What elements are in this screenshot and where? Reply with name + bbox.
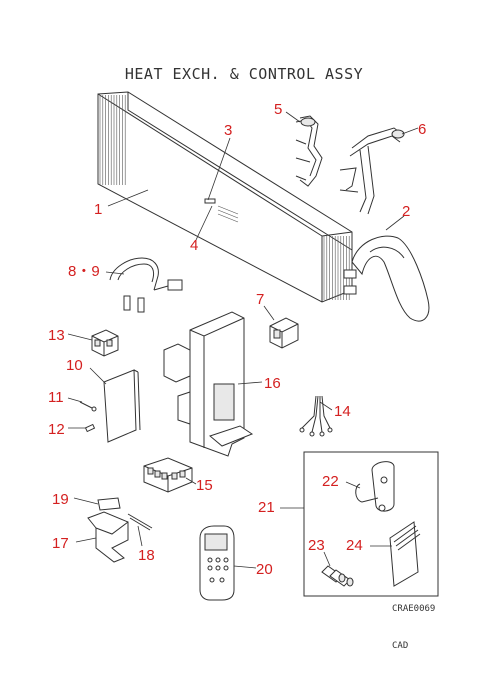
callout-13: 13 [48,327,65,344]
heat-exchanger-part-1 [97,91,353,303]
bracket-part-17 [87,511,129,563]
callout-1: 1 [94,201,102,218]
callout-21: 21 [258,499,275,516]
control-box-part-16 [163,311,254,457]
remote-holder-part-22 [355,461,395,512]
terminal-part-13 [91,329,119,357]
callout-23: 23 [308,537,325,554]
accessory-kit-part-21 [303,451,439,597]
relay-part-7 [269,317,299,349]
remote-controller-part-20 [199,525,235,601]
sensor-part-11 [79,401,97,412]
callout-3: 3 [224,122,232,139]
callout-2: 2 [402,203,410,220]
control-board-part-10 [103,369,141,443]
heat-exchanger-fins [99,95,350,300]
callout-15: 15 [196,477,213,494]
callout-6: 6 [418,121,426,138]
callout-12: 12 [48,421,65,438]
manual-part-24 [389,521,421,587]
callout-11: 11 [48,389,64,406]
callout-18: 18 [138,547,155,564]
batteries-part-23 [321,565,354,587]
callout-4: 4 [190,237,198,254]
pipe-part-5 [295,115,323,187]
callout-22: 22 [322,473,339,490]
callout-14: 14 [334,403,351,420]
pipe-part-6 [339,127,405,215]
footer-label: CAD [392,641,408,651]
callout-19: 19 [52,491,69,508]
fuse-part-12 [84,423,96,433]
callout-5: 5 [274,101,282,118]
callout-labels: 1 3 4 5 6 2 8・9 7 13 10 11 12 14 16 15 1… [48,101,426,578]
pipe-part-2 [343,235,430,322]
diagram-title: HEAT EXCH. & CONTROL ASSY [125,65,363,83]
drawing-reference: CRAE0069 [392,604,435,614]
callout-10: 10 [66,357,83,374]
cable-part-14 [299,395,333,437]
terminal-block-part-15 [143,457,193,493]
callout-16: 16 [264,375,281,392]
callout-17: 17 [52,535,69,552]
thermistor-part-8-9 [109,257,183,313]
tie-part-18 [127,513,153,531]
label-part-19 [97,497,121,511]
callout-24: 24 [346,537,363,554]
callout-7: 7 [256,291,264,308]
leader-lines [67,111,419,569]
callout-20: 20 [256,561,273,578]
callout-8-9: 8・9 [68,263,100,280]
